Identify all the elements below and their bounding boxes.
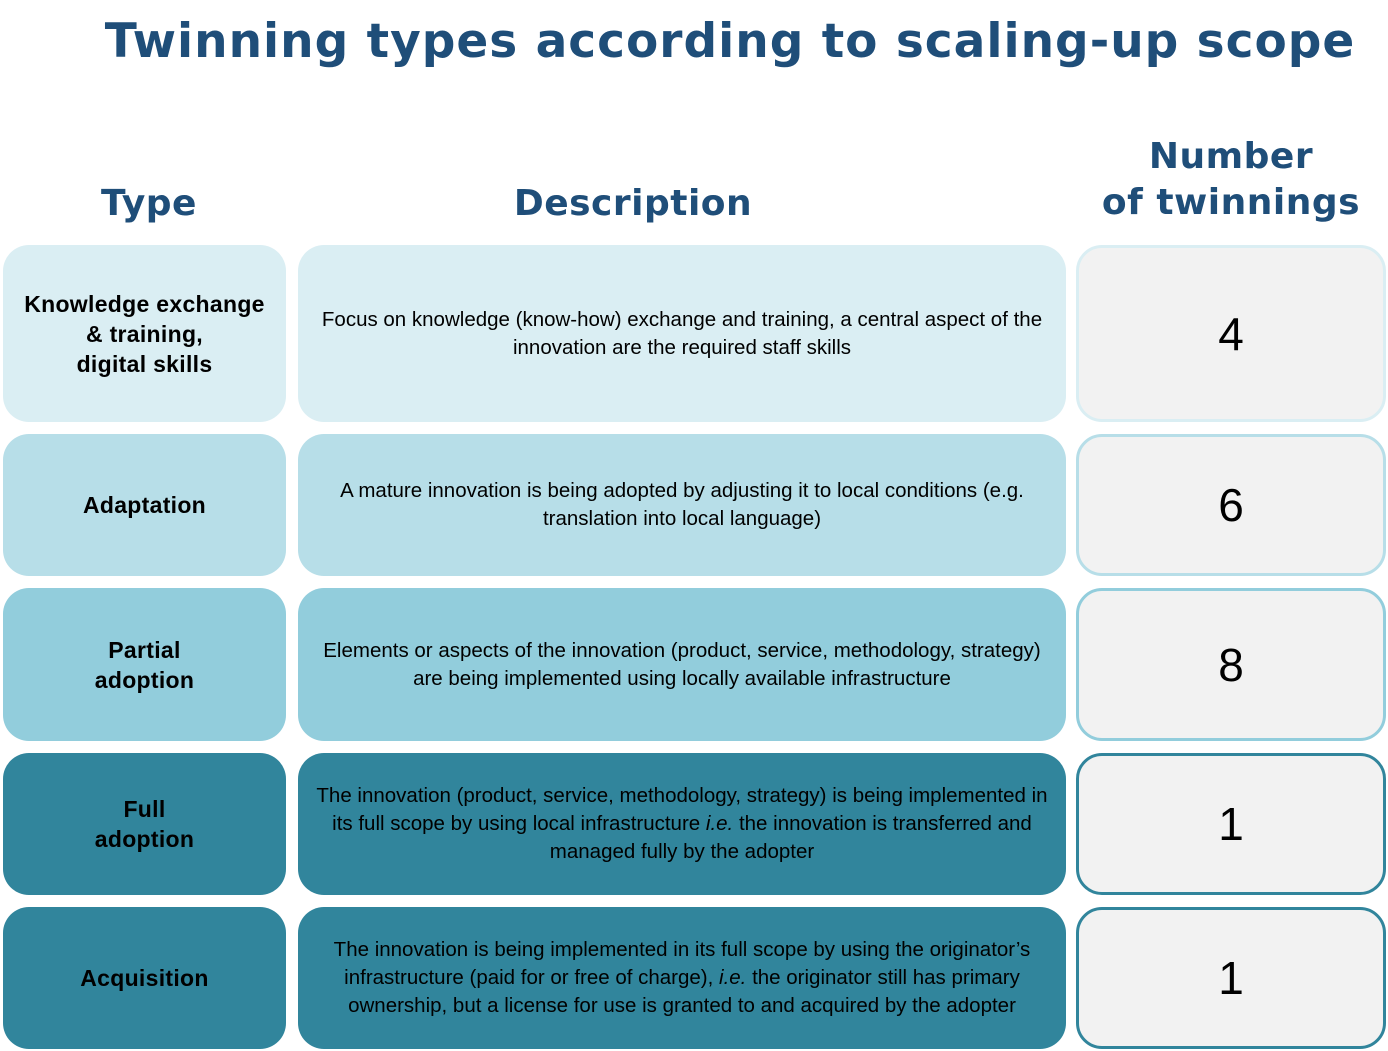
- description-part: the originator still has primary ownersh…: [348, 966, 1020, 1017]
- header-description: Description: [513, 183, 753, 224]
- description-part: The innovation (product, service, method…: [316, 784, 1048, 835]
- description-part-italic: i.e.: [719, 966, 747, 989]
- description-cell: The innovation is being implemented in i…: [298, 907, 1066, 1049]
- count-cell: 1: [1076, 907, 1386, 1049]
- type-cell: Partial adoption: [3, 588, 286, 741]
- page-title: Twinning types according to scaling-up s…: [104, 14, 1356, 69]
- count-cell: 6: [1076, 434, 1386, 576]
- type-cell: Adaptation: [3, 434, 286, 576]
- description-part: the innovation is transferred and manage…: [549, 812, 1032, 863]
- description-text: The innovation (product, service, method…: [310, 782, 1054, 866]
- description-cell: The innovation (product, service, method…: [298, 753, 1066, 895]
- description-cell: Elements or aspects of the innovation (p…: [298, 588, 1066, 741]
- header-type: Type: [101, 183, 197, 224]
- count-cell: 1: [1076, 753, 1386, 895]
- description-text: The innovation is being implemented in i…: [310, 936, 1054, 1020]
- type-cell: Acquisition: [3, 907, 286, 1049]
- type-cell: Full adoption: [3, 753, 286, 895]
- description-cell: Focus on knowledge (know-how) exchange a…: [298, 245, 1066, 422]
- description-part-italic: i.e.: [705, 812, 734, 835]
- description-part: The innovation is being implemented in i…: [333, 938, 1031, 989]
- type-cell: Knowledge exchange & training, digital s…: [3, 245, 286, 422]
- description-cell: A mature innovation is being adopted by …: [298, 434, 1066, 576]
- header-count: Number of twinnings: [1101, 136, 1361, 223]
- count-cell: 8: [1076, 588, 1386, 741]
- count-cell: 4: [1076, 245, 1386, 422]
